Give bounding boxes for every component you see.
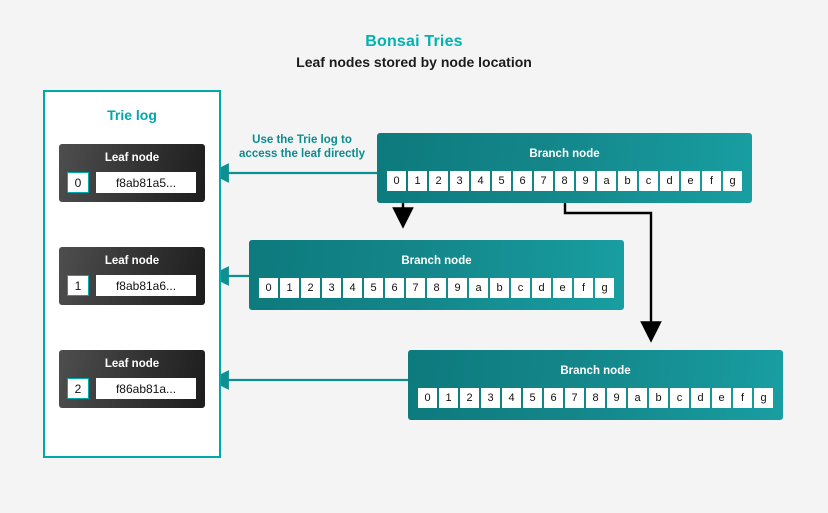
branch-cell-e[interactable]: e [553, 278, 572, 298]
branch-cell-c[interactable]: c [511, 278, 530, 298]
leaf-node-row: 1 f8ab81a6... [67, 275, 196, 296]
annotation-line-2: access the leaf directly [239, 148, 365, 160]
leaf-node-row: 0 f8ab81a5... [67, 172, 196, 193]
branch-cell-5[interactable]: 5 [523, 388, 542, 408]
leaf-node-label: Leaf node [104, 358, 160, 370]
branch-cell-a[interactable]: a [628, 388, 647, 408]
branch-cell-3[interactable]: 3 [481, 388, 500, 408]
page-subtitle: Leaf nodes stored by node location [296, 54, 532, 70]
branch-cell-1[interactable]: 1 [439, 388, 458, 408]
branch-node-label: Branch node [529, 148, 600, 160]
branch-cell-1[interactable]: 1 [280, 278, 299, 298]
branch-cell-e[interactable]: e [712, 388, 731, 408]
leaf-node-0[interactable]: Leaf node 0 f8ab81a5... [59, 144, 205, 202]
branch-cell-1[interactable]: 1 [408, 171, 427, 191]
leaf-node-label: Leaf node [104, 255, 160, 267]
branch-cell-b[interactable]: b [490, 278, 509, 298]
branch-node-label: Branch node [401, 255, 472, 267]
branch-cell-0[interactable]: 0 [418, 388, 437, 408]
branch-cell-5[interactable]: 5 [364, 278, 383, 298]
branch-cell-9[interactable]: 9 [576, 171, 595, 191]
annotation-trie-log-access: Use the Trie log to access the leaf dire… [222, 133, 382, 161]
branch-cell-b[interactable]: b [618, 171, 637, 191]
branch-cell-4[interactable]: 4 [471, 171, 490, 191]
branch-cell-c[interactable]: c [639, 171, 658, 191]
branch-cell-a[interactable]: a [469, 278, 488, 298]
leaf-index-badge: 0 [67, 172, 89, 193]
branch-cell-c[interactable]: c [670, 388, 689, 408]
branch-cell-4[interactable]: 4 [343, 278, 362, 298]
branch-cell-d[interactable]: d [660, 171, 679, 191]
branch-cell-f[interactable]: f [574, 278, 593, 298]
leaf-node-label: Leaf node [104, 152, 160, 164]
branch-cell-g[interactable]: g [595, 278, 614, 298]
leaf-hash-value: f86ab81a... [96, 378, 196, 399]
branch-cell-5[interactable]: 5 [492, 171, 511, 191]
branch-cell-9[interactable]: 9 [448, 278, 467, 298]
trie-log-title: Trie log [107, 107, 157, 123]
branch-cell-9[interactable]: 9 [607, 388, 626, 408]
leaf-index-badge: 2 [67, 378, 89, 399]
branch-cell-d[interactable]: d [691, 388, 710, 408]
branch-cell-8[interactable]: 8 [427, 278, 446, 298]
branch-cell-e[interactable]: e [681, 171, 700, 191]
branch-cell-2[interactable]: 2 [301, 278, 320, 298]
leaf-node-1[interactable]: Leaf node 1 f8ab81a6... [59, 247, 205, 305]
annotation-line-1: Use the Trie log to [252, 134, 352, 146]
branch-cell-g[interactable]: g [723, 171, 742, 191]
branch-cell-g[interactable]: g [754, 388, 773, 408]
branch-cell-6[interactable]: 6 [513, 171, 532, 191]
branch-cell-8[interactable]: 8 [555, 171, 574, 191]
branch-cell-0[interactable]: 0 [387, 171, 406, 191]
branch-cell-3[interactable]: 3 [322, 278, 341, 298]
leaf-hash-value: f8ab81a5... [96, 172, 196, 193]
branch-cell-6[interactable]: 6 [385, 278, 404, 298]
branch-cell-7[interactable]: 7 [534, 171, 553, 191]
branch-cell-f[interactable]: f [733, 388, 752, 408]
branch-cell-6[interactable]: 6 [544, 388, 563, 408]
branch-cell-f[interactable]: f [702, 171, 721, 191]
leaf-node-2[interactable]: Leaf node 2 f86ab81a... [59, 350, 205, 408]
branch-cell-0[interactable]: 0 [259, 278, 278, 298]
branch-cell-a[interactable]: a [597, 171, 616, 191]
branch-cell-7[interactable]: 7 [406, 278, 425, 298]
branch-cell-2[interactable]: 2 [429, 171, 448, 191]
branch-cell-7[interactable]: 7 [565, 388, 584, 408]
leaf-node-row: 2 f86ab81a... [67, 378, 196, 399]
leaf-hash-value: f8ab81a6... [96, 275, 196, 296]
leaf-index-badge: 1 [67, 275, 89, 296]
branch-cell-b[interactable]: b [649, 388, 668, 408]
branch-cell-2[interactable]: 2 [460, 388, 479, 408]
branch-cell-8[interactable]: 8 [586, 388, 605, 408]
branch-node-label: Branch node [560, 365, 631, 377]
branch-cell-3[interactable]: 3 [450, 171, 469, 191]
branch-cell-d[interactable]: d [532, 278, 551, 298]
branch-cell-4[interactable]: 4 [502, 388, 521, 408]
page-title: Bonsai Tries [365, 33, 463, 50]
